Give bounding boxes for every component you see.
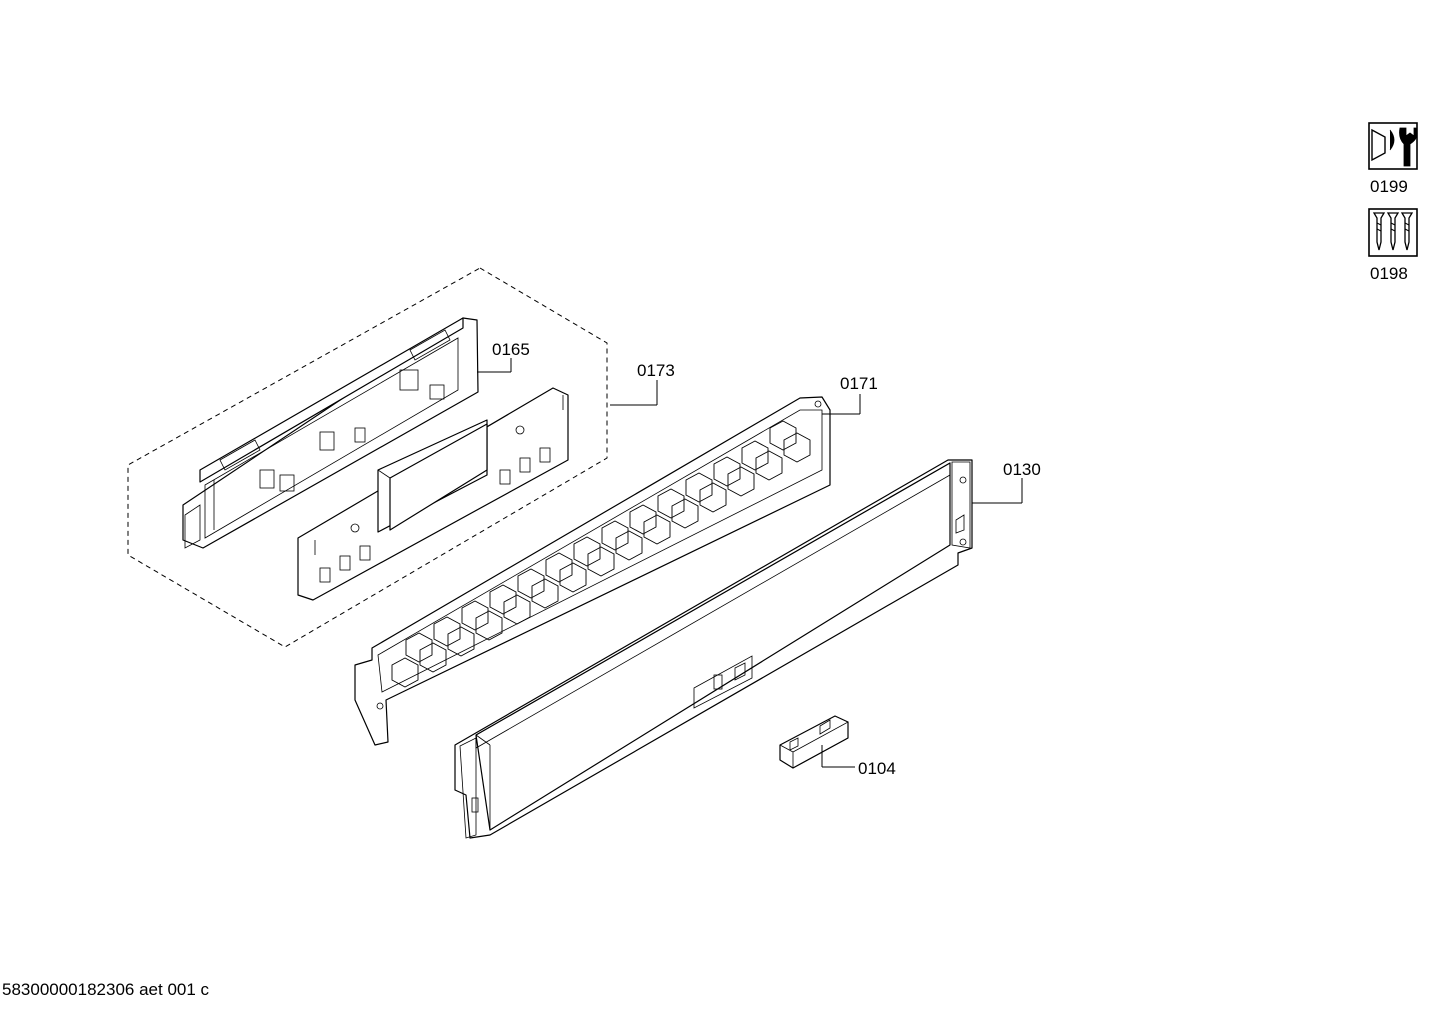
part-0165-frame[interactable] <box>182 317 479 549</box>
drawing-reference-code: 58300000182306 aet 001 c <box>2 980 210 999</box>
part-0171-panel[interactable] <box>354 396 831 746</box>
label-0104[interactable]: 0104 <box>858 759 896 778</box>
label-0173[interactable]: 0173 <box>637 361 675 380</box>
assembly-group-outline <box>127 267 608 648</box>
screws-icon[interactable] <box>1368 208 1418 257</box>
label-0165[interactable]: 0165 <box>492 340 530 359</box>
part-0104-cap[interactable] <box>779 715 849 769</box>
label-0171[interactable]: 0171 <box>840 374 878 393</box>
label-0199[interactable]: 0199 <box>1370 177 1408 196</box>
label-0198[interactable]: 0198 <box>1370 264 1408 283</box>
hexagon-pattern <box>391 420 811 688</box>
wrench-nut-icon[interactable] <box>1368 122 1418 170</box>
label-0130[interactable]: 0130 <box>1003 460 1041 479</box>
electronic-module <box>297 387 569 601</box>
part-0130-front-panel[interactable] <box>454 459 973 839</box>
